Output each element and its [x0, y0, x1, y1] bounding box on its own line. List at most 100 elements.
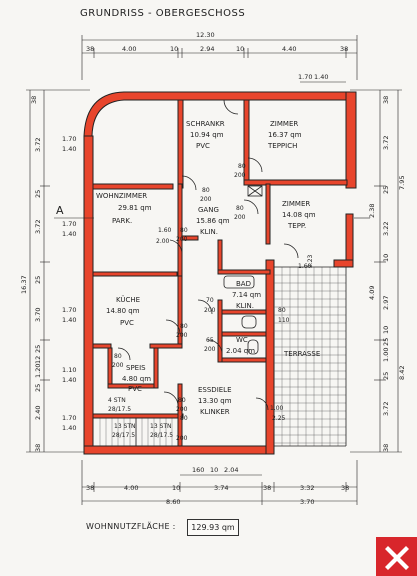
stair-labels: 4 STN 28/17.5 13 STN 28/17.5 13 STN 28/1… [108, 397, 173, 439]
dim-label: 2.04 [224, 466, 238, 474]
dim-label: 1.70 [62, 135, 76, 143]
room-name: KÜCHE [116, 295, 140, 304]
door-height: 200 [176, 406, 188, 413]
door-height: 110 [278, 317, 290, 324]
dim-label: 10 [382, 326, 390, 334]
dim-label: 1.70 [62, 220, 76, 228]
dim-label: 1.40 [62, 145, 76, 153]
wall-kueche-top [92, 271, 178, 277]
dim-label: 25 [34, 384, 42, 392]
room-area: 14.80 qm [106, 307, 140, 315]
dim-label: 2.97 [382, 296, 390, 310]
dim-label: 25 [382, 338, 390, 346]
dim-label: 160 [192, 466, 204, 474]
chimney [247, 185, 263, 197]
dim-label: 25 [34, 190, 42, 198]
washbasin [241, 315, 257, 329]
interior-walls [92, 99, 348, 447]
dim-label: 1.70 [62, 306, 76, 314]
door-height: 200 [176, 332, 188, 339]
wall-wohn-top [92, 183, 174, 190]
door-width: 80 [278, 307, 286, 314]
dim-label: 7.95 [398, 176, 406, 190]
door-width: 80 [178, 397, 186, 404]
door-width: 80 [238, 163, 246, 170]
room-name: WOHNZIMMER [96, 192, 147, 200]
door-height: 200 [176, 435, 188, 442]
wall-right-mid [345, 213, 354, 261]
room-area: 10.94 qm [190, 131, 224, 139]
door-height: 200 [234, 172, 246, 179]
door-height: 200 [176, 236, 188, 243]
dim-label: 2.94 [200, 45, 214, 53]
toilet [247, 339, 259, 355]
door-width: 80 [114, 353, 122, 360]
dim-label: 10 [382, 254, 390, 262]
dim-label: 25 [34, 276, 42, 284]
door-width: 65 [206, 337, 214, 344]
raiffeisen-cross-icon [384, 545, 409, 570]
dim-label: 38 [86, 45, 94, 53]
door-width: 1.60 [158, 227, 172, 234]
dim-label: 38 [263, 484, 271, 492]
room-area: 15.86 qm [196, 217, 230, 225]
dim-label: 3.72 [34, 138, 42, 152]
stair-dim: 28/17.5 [112, 432, 135, 439]
dim-label: 8.42 [398, 366, 406, 380]
dim-label: 4.00 [124, 484, 138, 492]
dim-label: 1.40 [62, 376, 76, 384]
door-width: 80 [180, 227, 188, 234]
room-floor: TEPP. [287, 222, 306, 230]
stair-dim: 28/17.5 [108, 406, 131, 413]
outer-walls [83, 91, 357, 455]
door-height: 2.00 [156, 238, 170, 245]
dim-label: 25 [34, 345, 42, 353]
dim-label: 10 [172, 484, 180, 492]
door-width: 70 [206, 297, 214, 304]
door-sizes: 80 200 80 200 80 200 80 200 1.60 2.00 1.… [112, 163, 314, 442]
dim-label: 10 [236, 45, 244, 53]
wall-bad-bottom [221, 309, 267, 315]
wall-kueche-bottom-left [92, 343, 112, 349]
dim-label: 1.40 [62, 316, 76, 324]
door-width: 80 [202, 187, 210, 194]
stair-steps: 4 STN [108, 397, 126, 404]
dim-label: 4.40 [282, 45, 296, 53]
wall-left [83, 135, 94, 455]
door-height: 2.25 [272, 415, 286, 422]
room-floor: PARK. [112, 217, 132, 225]
dim-label: 1.40 [62, 424, 76, 432]
raiffeisen-logo [376, 537, 417, 576]
room-name: SPEIS [126, 364, 146, 372]
door-width: 80 [180, 415, 188, 422]
wall-zimmer2-top [243, 179, 348, 186]
dim-label: 3.72 [34, 220, 42, 234]
room-name: ZIMMER [282, 200, 310, 208]
wall-kueche-bottom-right [149, 343, 183, 349]
dim-label: 38 [341, 484, 349, 492]
dim-label: 3.32 [300, 484, 314, 492]
room-labels: SCHRANKR 10.94 qm PVC ZIMMER 16.37 qm TE… [96, 120, 320, 416]
wall-bad-top [217, 269, 271, 275]
room-area: 2.04 qm [226, 347, 255, 355]
dim-label: 25 [382, 372, 390, 380]
dim-label: 2.38 [368, 204, 376, 218]
staircase [99, 418, 173, 446]
living-area-label: WOHNNUTZFLÄCHE : [86, 522, 176, 531]
room-area: 4.80 qm [122, 375, 151, 383]
stair-steps: 13 STN [150, 423, 172, 430]
wall-top [83, 91, 357, 137]
room-floor: TEPPICH [267, 142, 297, 150]
wall-speis-right [153, 347, 159, 389]
dim-label: 3.74 [214, 484, 228, 492]
wall-stair-top [92, 413, 184, 419]
door-height: 200 [200, 196, 212, 203]
room-name: ZIMMER [270, 120, 298, 128]
wall-schrank-left [177, 99, 184, 189]
room-name: SCHRANKR [186, 120, 225, 128]
door-height: 200 [204, 307, 216, 314]
wall-wc-bottom [221, 357, 267, 363]
terrace-paving [274, 267, 346, 446]
dim-label: 1.00 [382, 348, 390, 362]
dim-label: 3.72 [382, 402, 390, 416]
